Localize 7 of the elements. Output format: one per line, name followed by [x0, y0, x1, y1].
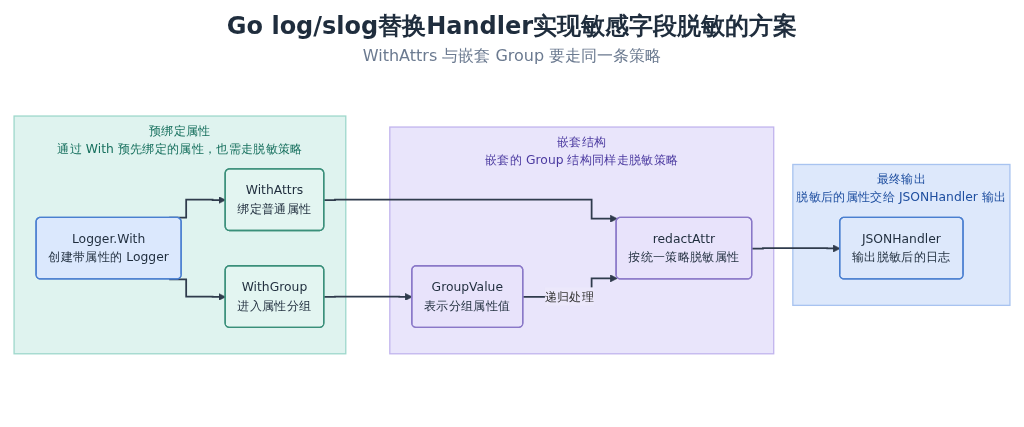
subtitle: WithAttrs 与嵌套 Group 要走同一条策略: [362, 46, 662, 67]
cluster: [792, 163, 1011, 306]
arrow: [323, 198, 618, 223]
cluster: [389, 125, 775, 355]
diagram-title: Go log/slog替换Handler实现敏感字段脱敏的方案: [225, 11, 799, 42]
cluster: [13, 114, 347, 355]
flowchart: 最终输出 脱敏后的属性交给 JSONHandler 输出 嵌套结构 嵌套的 Group 结构同样走脱敏策略 预绑定属性 通过 With 预先绑定的属性，也需走脱敏策略 递归处理 Logger.With 创建带属性的 Logger WithAttrs 绑定普通属性 WithGroup 进入属性分组 GroupValue 表示分组属性值 redactAttr 按统一策略脱敏属性 JSONHandler 输出脱敏后的日志: [7, 108, 1017, 361]
